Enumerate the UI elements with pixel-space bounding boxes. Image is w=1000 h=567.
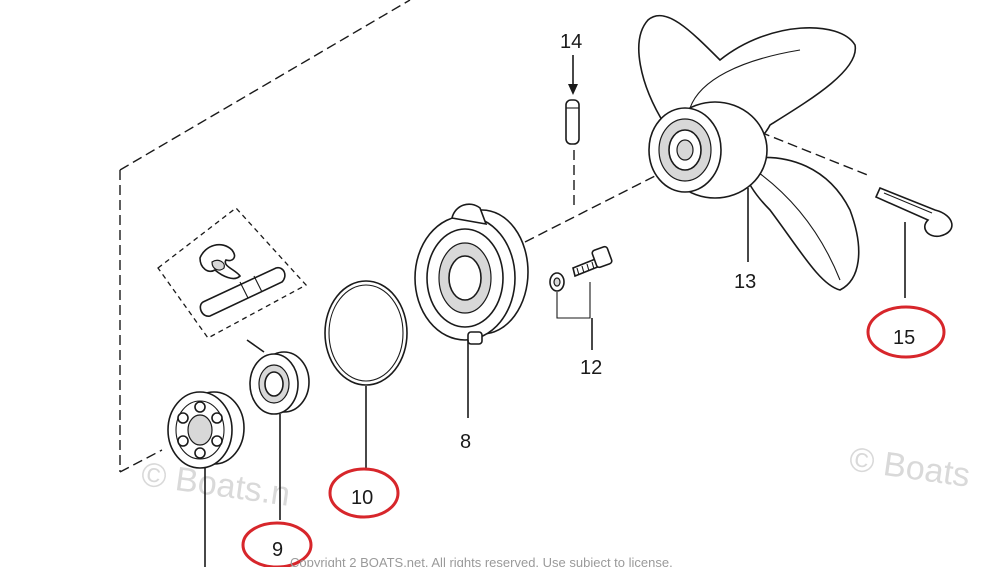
part-12-bolt-washer[interactable]: 12 [549, 245, 613, 379]
part-13-propeller[interactable]: 13 [638, 14, 860, 293]
label-14: 14 [560, 31, 582, 53]
detail-box-tool [157, 207, 308, 353]
shaft-centerlines [524, 131, 871, 243]
part-15-cotter-pin[interactable]: 15 [866, 186, 953, 359]
label-8: 8 [460, 431, 471, 453]
part-14-pin[interactable]: 14 [560, 31, 582, 145]
assembly-frame [119, 0, 411, 473]
label-9: 9 [272, 539, 283, 561]
part-8-bearing-housing[interactable]: 8 [414, 203, 529, 453]
highlight-circle-10 [328, 467, 400, 519]
label-15: 15 [893, 327, 915, 349]
part-10-o-ring[interactable]: 10 [324, 280, 408, 519]
label-13: 13 [734, 271, 756, 293]
footer-caption: Copyright 2 BOATS.net. All rights reserv… [290, 555, 673, 567]
highlight-circle-9 [241, 521, 313, 567]
highlight-circle-15 [866, 305, 946, 359]
part-9-oil-seal[interactable]: 9 [241, 351, 313, 567]
watermark-right-text: © Boats [847, 440, 973, 495]
label-12: 12 [580, 357, 602, 379]
ball-bearing[interactable] [167, 391, 245, 567]
watermark-right: © Boats [847, 440, 973, 495]
label-10: 10 [351, 487, 373, 509]
